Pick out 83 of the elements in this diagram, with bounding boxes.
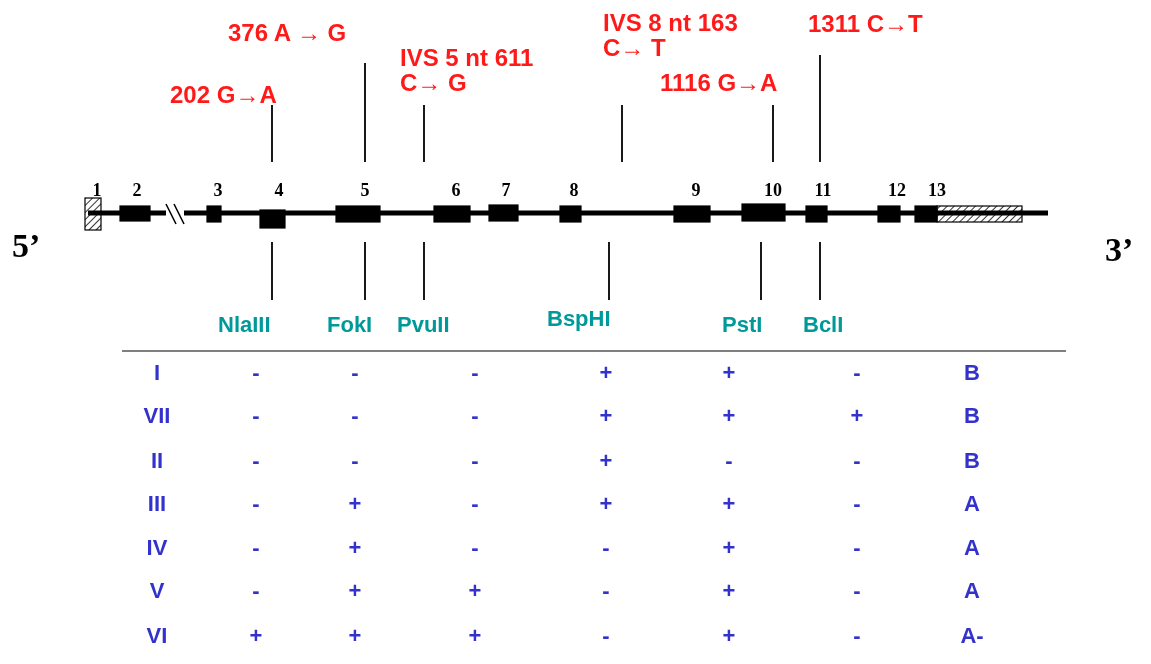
exon-number: 1: [92, 181, 102, 200]
mutation-label: 202 G→A: [170, 82, 277, 108]
table-cell: +: [249, 624, 263, 648]
table-cell: +: [722, 361, 736, 385]
table-cell: +: [850, 404, 864, 428]
row-header: I: [153, 361, 161, 385]
exon-number: 10: [764, 181, 782, 200]
table-cell: +: [348, 624, 362, 648]
exon-number: 13: [928, 181, 946, 200]
exon-number: 5: [360, 181, 370, 200]
table-cell: +: [468, 579, 482, 603]
table-cell: A: [964, 492, 980, 516]
table-cell: +: [722, 536, 736, 560]
table-cell: +: [348, 492, 362, 516]
enzyme-label: NlaIII: [218, 313, 271, 337]
table-cell: -: [853, 536, 861, 560]
table-cell: +: [348, 579, 362, 603]
table-cell: +: [348, 536, 362, 560]
exon-number: 12: [888, 181, 906, 200]
table-cell: -: [471, 404, 479, 428]
table-cell: +: [722, 404, 736, 428]
table-cell: -: [471, 492, 479, 516]
table-cell: A: [964, 579, 980, 603]
table-cell: +: [468, 624, 482, 648]
row-header: II: [150, 449, 164, 473]
exon-number: 7: [501, 181, 511, 200]
strand-end-label: 5’: [12, 228, 41, 264]
table-cell: +: [599, 449, 613, 473]
table-cell: B: [964, 449, 980, 473]
strand-end-label: 3’: [1105, 232, 1134, 268]
mutation-label: 1311 C→T: [808, 11, 923, 37]
exon-number: 11: [814, 181, 832, 200]
table-cell: +: [599, 492, 613, 516]
table-cell: +: [722, 492, 736, 516]
table-cell: -: [471, 361, 479, 385]
table-cell: -: [351, 449, 359, 473]
table-cell: -: [252, 536, 260, 560]
mutation-label: IVS 8 nt 163 C→ T: [603, 10, 739, 61]
table-cell: -: [602, 624, 610, 648]
exon-number: 9: [691, 181, 701, 200]
enzyme-label: BclI: [803, 313, 844, 337]
table-cell: A-: [960, 624, 984, 648]
table-cell: -: [252, 404, 260, 428]
exon-number: 3: [213, 181, 223, 200]
enzyme-label: FokI: [327, 313, 373, 337]
table-cell: -: [471, 449, 479, 473]
table-cell: +: [722, 579, 736, 603]
table-cell: -: [602, 536, 610, 560]
table-cell: -: [725, 449, 733, 473]
table-cell: -: [252, 492, 260, 516]
exon-number: 2: [132, 181, 142, 200]
mutation-label: 1116 G→A: [660, 70, 778, 96]
table-cell: -: [351, 404, 359, 428]
table-cell: -: [252, 579, 260, 603]
table-cell: +: [722, 624, 736, 648]
table-cell: -: [351, 361, 359, 385]
table-cell: -: [853, 492, 861, 516]
exon-number: 8: [569, 181, 579, 200]
mutation-label: 376 A → G: [228, 20, 347, 46]
table-cell: -: [252, 449, 260, 473]
exon-number: 4: [274, 181, 284, 200]
table-cell: -: [853, 361, 861, 385]
table-cell: B: [964, 404, 980, 428]
row-header: VI: [146, 624, 168, 648]
table-cell: +: [599, 361, 613, 385]
row-header: IV: [146, 536, 168, 560]
enzyme-label: BspHI: [547, 307, 611, 331]
table-cell: -: [853, 449, 861, 473]
exon-number: 6: [451, 181, 461, 200]
table-cell: B: [964, 361, 980, 385]
table-cell: -: [853, 579, 861, 603]
table-cell: -: [471, 536, 479, 560]
enzyme-label: PvuII: [397, 313, 450, 337]
mutation-label: IVS 5 nt 611 C→ G: [400, 45, 535, 96]
table-cell: -: [602, 579, 610, 603]
row-header: III: [147, 492, 167, 516]
row-header: V: [149, 579, 165, 603]
table-cell: A: [964, 536, 980, 560]
table-cell: -: [252, 361, 260, 385]
table-cell: -: [853, 624, 861, 648]
table-cell: +: [599, 404, 613, 428]
row-header: VII: [143, 404, 171, 428]
enzyme-label: PstI: [722, 313, 763, 337]
